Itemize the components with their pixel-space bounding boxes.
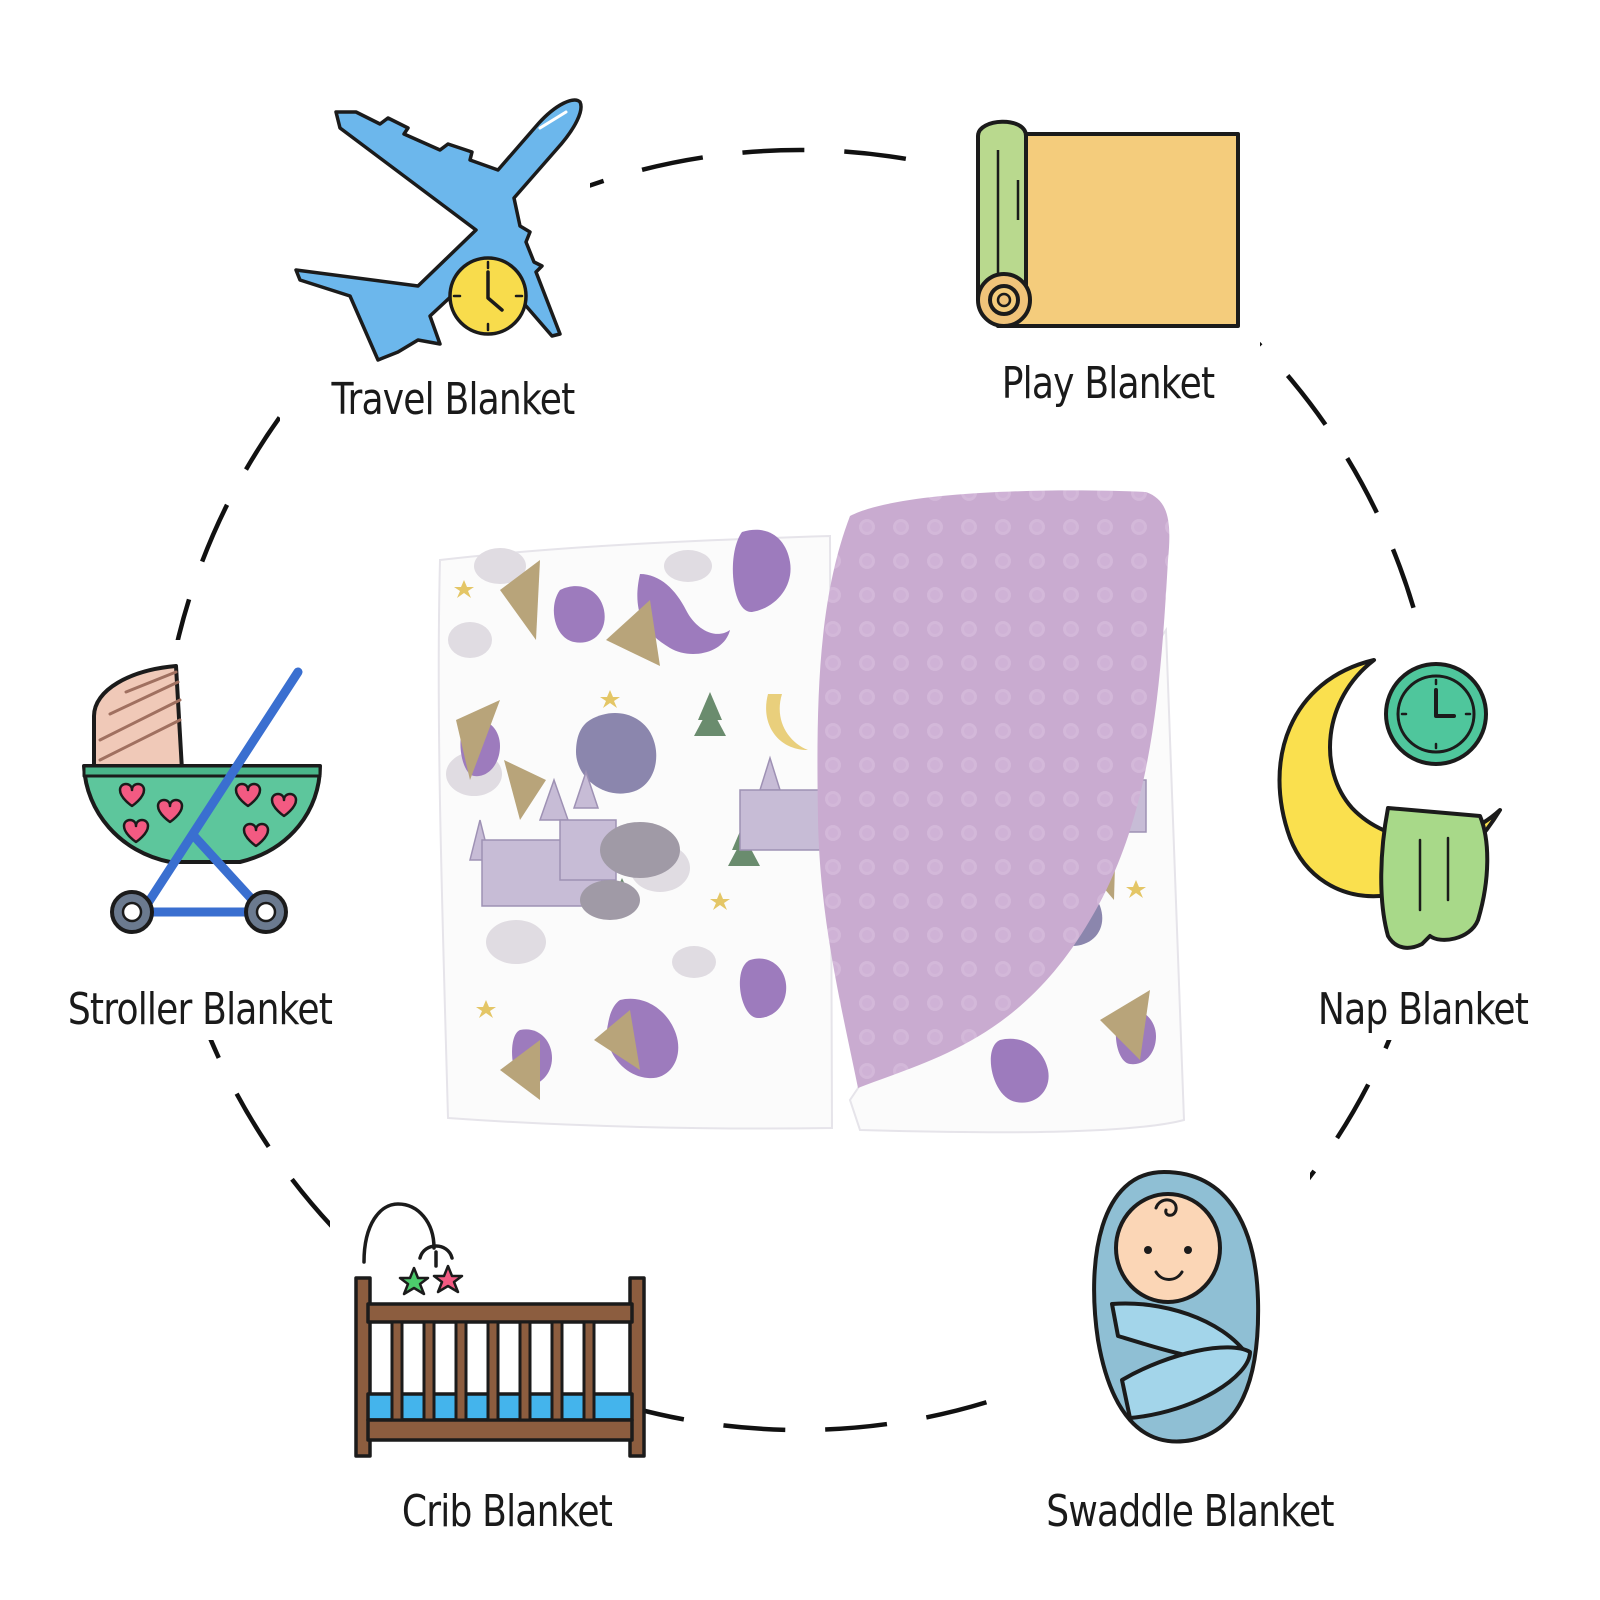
crib-blanket-label: Crib Blanket [401, 1486, 613, 1537]
folded-blanket-product [437, 490, 1186, 1134]
airplane-clock-icon [294, 98, 583, 362]
stroller-blanket-label: Stroller Blanket [67, 984, 333, 1035]
travel-blanket-label: Travel Blanket [331, 374, 576, 425]
blanket-print-pattern [446, 529, 1156, 1103]
minky-dot-side [817, 490, 1170, 1088]
swaddle-blanket-label: Swaddle Blanket [1046, 1486, 1334, 1537]
crib-mobile-icon [354, 1202, 646, 1458]
nap-blanket-label: Nap Blanket [1317, 984, 1529, 1035]
stroller-icon [82, 664, 322, 934]
moon-clock-blanket-icon [1277, 658, 1502, 950]
play-blanket-label: Play Blanket [1001, 358, 1215, 409]
swaddled-baby-icon [1092, 1170, 1261, 1444]
play-mat-roll-icon [976, 119, 1240, 328]
